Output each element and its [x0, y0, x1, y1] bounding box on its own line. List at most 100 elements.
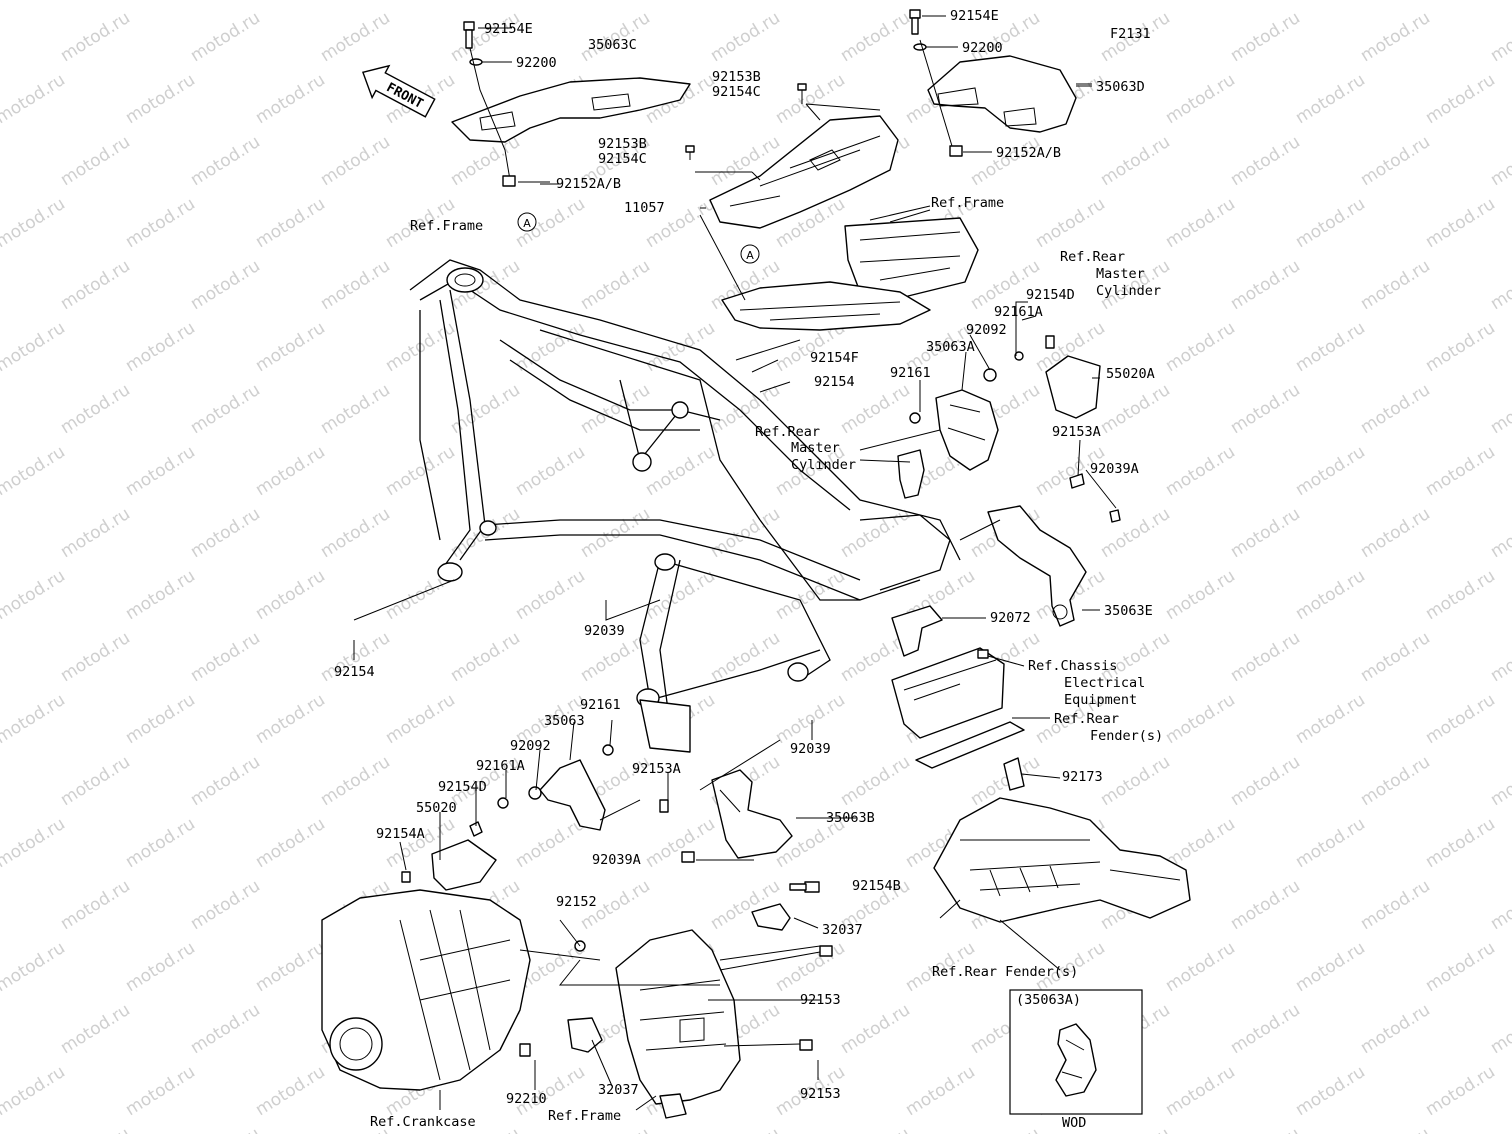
watermark-text: motod.ru — [772, 0, 849, 4]
watermark-text: motod.ru — [252, 1062, 329, 1120]
watermark-text: motod.ru — [1292, 1062, 1369, 1120]
watermark-text: motod.ru — [0, 876, 4, 934]
watermark-text: motod.ru — [1422, 318, 1499, 376]
watermark-text: motod.ru — [1487, 628, 1512, 686]
watermark-text: motod.ru — [252, 938, 329, 996]
label-92152AB-right: 92152A/B — [996, 145, 1061, 161]
watermark-text: motod.ru — [1097, 504, 1174, 562]
watermark-text: motod.ru — [122, 938, 199, 996]
label-ref-frame-left: Ref.Frame — [410, 218, 483, 234]
label-92153A-right: 92153A — [1052, 424, 1101, 440]
part-35063E-bracket — [987, 473, 1121, 627]
label-ref-rear-fender-2: Fender(s) — [1090, 728, 1163, 744]
watermark-text: motod.ru — [967, 132, 1044, 190]
watermark-text: motod.ru — [187, 1000, 264, 1058]
label-92153-top: 92153 — [800, 992, 841, 1008]
watermark-text: motod.ru — [122, 1062, 199, 1120]
watermark-text: motod.ru — [317, 504, 394, 562]
watermark-text: motod.ru — [0, 8, 4, 66]
watermark-text: motod.ru — [1487, 8, 1512, 66]
watermark-text: motod.ru — [252, 566, 329, 624]
label-92153B-mid: 92153B — [598, 136, 647, 152]
watermark-text: motod.ru — [642, 318, 719, 376]
watermark-text: motod.ru — [252, 194, 329, 252]
label-55020: 55020 — [416, 800, 457, 816]
part-battery-area — [891, 605, 1025, 791]
part-35063-bracket-left — [401, 744, 793, 891]
watermark-text: motod.ru — [187, 504, 264, 562]
label-35063E: 35063E — [1104, 603, 1153, 619]
bolt-92154E-left-icon: A — [463, 21, 550, 232]
label-92039-mid: 92039 — [790, 741, 831, 757]
watermark-text: motod.ru — [252, 0, 329, 4]
label-ref-frame-bottom: Ref.Frame — [548, 1108, 621, 1124]
label-ref-rear-fender-bottom: Ref.Rear Fender(s) — [932, 964, 1078, 980]
watermark-text: motod.ru — [0, 1062, 69, 1120]
watermark-text: motod.ru — [382, 0, 459, 4]
label-92153A-left: 92153A — [632, 761, 681, 777]
watermark-text: motod.ru — [1357, 256, 1434, 314]
watermark-text: motod.ru — [187, 256, 264, 314]
watermark-text: motod.ru — [1097, 132, 1174, 190]
watermark-text: motod.ru — [1422, 814, 1499, 872]
watermark-text: motod.ru — [1227, 8, 1304, 66]
main-frame — [409, 259, 961, 753]
watermark-text: motod.ru — [1487, 1000, 1512, 1058]
label-55020A: 55020A — [1106, 366, 1155, 382]
watermark-text: motod.ru — [57, 8, 134, 66]
watermark-text: motod.ru — [1162, 938, 1239, 996]
watermark-text: motod.ru — [512, 318, 589, 376]
label-92154D-right: 92154D — [1026, 287, 1075, 303]
label-ref-chassis-2: Electrical — [1064, 675, 1145, 691]
watermark-text: motod.ru — [1292, 442, 1369, 500]
label-92092-left: 92092 — [510, 738, 551, 754]
watermark-text: motod.ru — [1422, 1062, 1499, 1120]
label-92092-right: 92092 — [966, 322, 1007, 338]
label-35063A: 35063A — [926, 339, 975, 355]
part-labels: 92154E 92200 35063C 92152A/B 92154E 9220… — [334, 8, 1163, 1130]
watermark-text: motod.ru — [902, 1062, 979, 1120]
watermark-text: motod.ru — [1292, 318, 1369, 376]
watermark-text: motod.ru — [642, 442, 719, 500]
watermark-text: motod.ru — [0, 194, 69, 252]
watermark-text: motod.ru — [57, 1124, 134, 1134]
label-35063: 35063 — [544, 713, 585, 729]
label-ref-crankcase: Ref.Crankcase — [370, 1114, 476, 1130]
label-35063D: 35063D — [1096, 79, 1145, 95]
watermark-text: motod.ru — [707, 1124, 784, 1134]
label-92161A-left: 92161A — [476, 758, 525, 774]
watermark-text: motod.ru — [0, 0, 69, 4]
watermark-text: motod.ru — [1227, 1124, 1304, 1134]
watermark-text: motod.ru — [512, 566, 589, 624]
label-11057: 11057 — [624, 200, 665, 216]
watermark-text: motod.ru — [0, 132, 4, 190]
watermark-text: motod.ru — [577, 256, 654, 314]
watermark-text: motod.ru — [57, 132, 134, 190]
watermark-text: motod.ru — [122, 70, 199, 128]
label-92152AB-left: 92152A/B — [556, 176, 621, 192]
label-92072: 92072 — [990, 610, 1031, 626]
watermark-text: motod.ru — [772, 938, 849, 996]
label-35063B: 35063B — [826, 810, 875, 826]
label-92154A: 92154A — [376, 826, 425, 842]
watermark-text: motod.ru — [1097, 752, 1174, 810]
watermark-text: motod.ru — [837, 1124, 914, 1134]
watermark-text: motod.ru — [0, 380, 4, 438]
label-92173: 92173 — [1062, 769, 1103, 785]
watermark-text: motod.ru — [1357, 876, 1434, 934]
watermark-text: motod.ru — [1487, 876, 1512, 934]
label-92154B: 92154B — [852, 878, 901, 894]
label-92161A-right: 92161A — [994, 304, 1043, 320]
watermark-text: motod.ru — [512, 442, 589, 500]
watermark-text: motod.ru — [1292, 0, 1369, 4]
label-92154F: 92154F — [810, 350, 859, 366]
label-92200-left: 92200 — [516, 55, 557, 71]
watermark-text: motod.ru — [122, 690, 199, 748]
watermark-text: motod.ru — [0, 256, 4, 314]
watermark-text: motod.ru — [252, 442, 329, 500]
label-92039A-right: 92039A — [1090, 461, 1139, 477]
watermark-text: motod.ru — [57, 752, 134, 810]
label-92210: 92210 — [506, 1091, 547, 1107]
watermark-text: motod.ru — [1357, 132, 1434, 190]
watermark-text: motod.ru — [1162, 1062, 1239, 1120]
